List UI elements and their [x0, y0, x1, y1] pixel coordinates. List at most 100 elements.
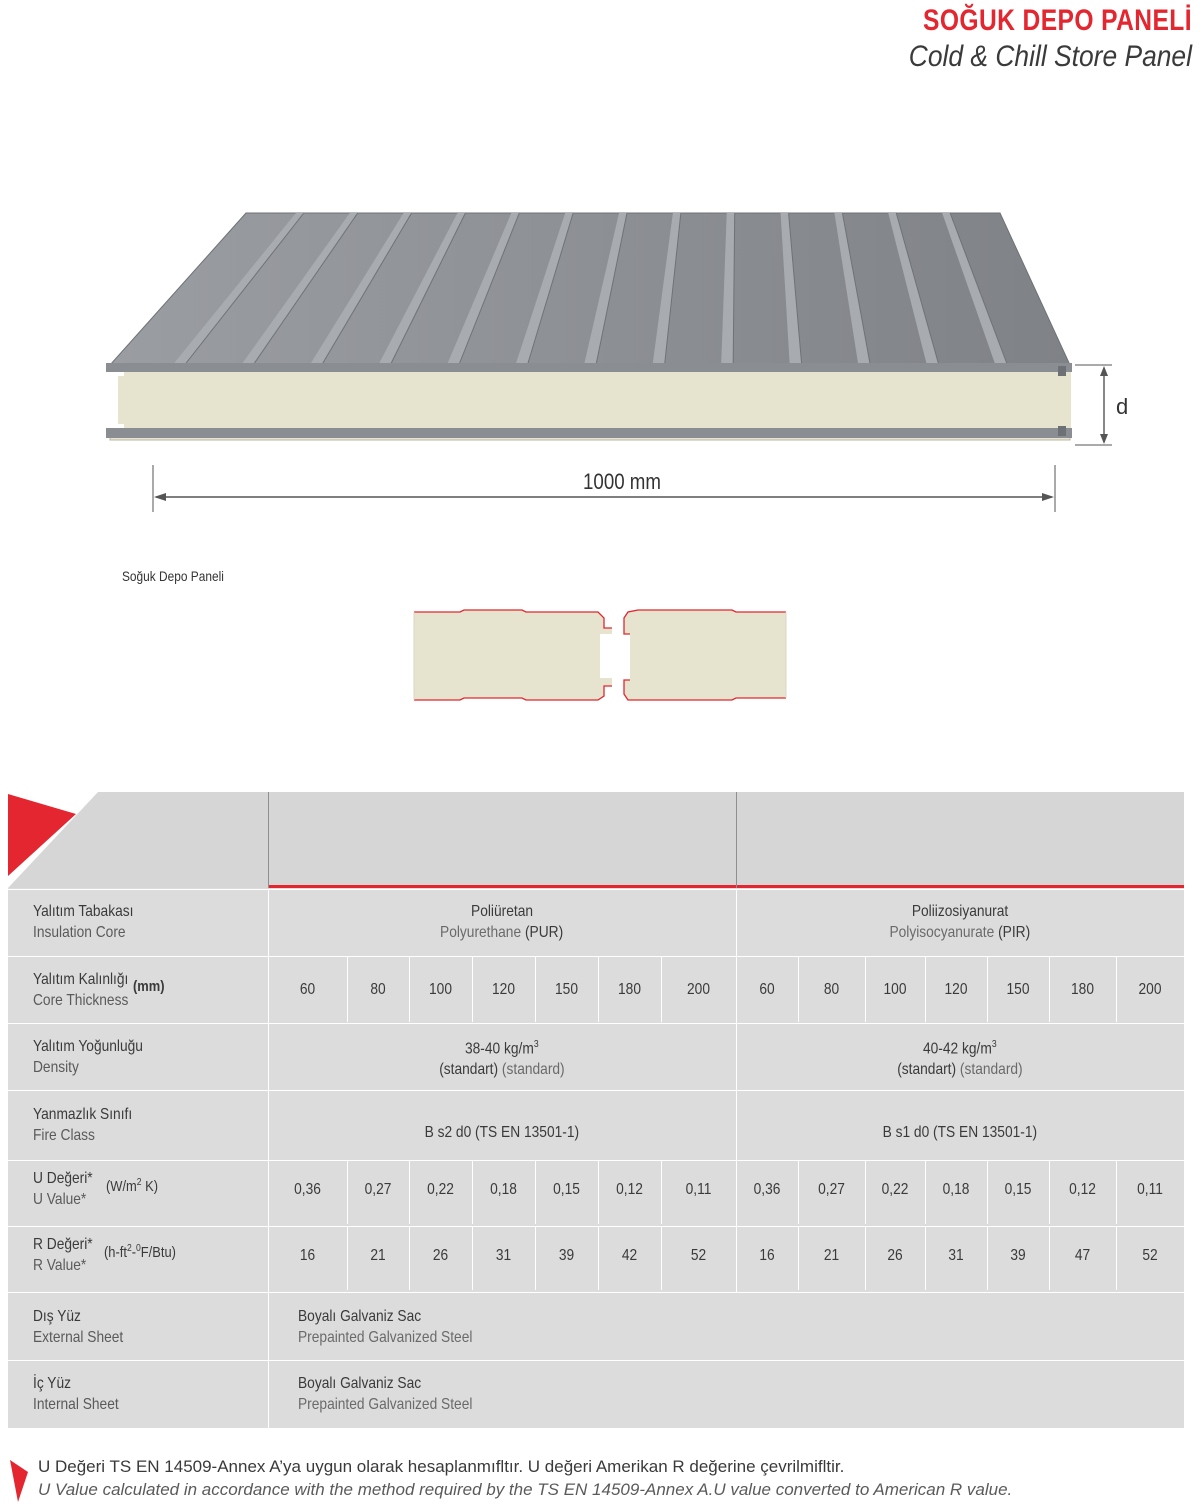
joint-right-panel [624, 610, 786, 700]
panel-rib [780, 213, 802, 365]
panel-top-skin [106, 363, 1072, 372]
u_value-pur-cell: 0,11 [685, 1181, 712, 1198]
label-internal-en: Internal Sheet [33, 1396, 119, 1413]
label-u-tr: U Değeri* [33, 1170, 93, 1187]
u_value-pir-cell: 0,18 [942, 1181, 970, 1198]
panel-rib [942, 213, 1008, 365]
label-u-en: U Value* [33, 1191, 87, 1208]
u_value-pir-cell: 0,27 [818, 1181, 845, 1198]
cell-separator [987, 1160, 988, 1224]
u_value-pur-cell: 0,36 [294, 1181, 321, 1198]
u-value-unit: (W/m2 K) [106, 1177, 159, 1195]
r_value-pir-cell: 52 [1142, 1247, 1158, 1264]
joint-caption: Soğuk Depo Paneli [122, 568, 224, 584]
cell-separator [798, 956, 799, 1022]
pir-density: 40-42 kg/m3 (standart) (standard) [897, 1039, 1023, 1079]
u_value-pir-cell: 0,12 [1069, 1181, 1096, 1198]
pir-fire-class: B s1 d0 (TS EN 13501-1) [882, 1124, 1038, 1141]
cell-separator [598, 1226, 599, 1290]
panel-rib-edge [664, 212, 682, 366]
panel-rib-edge [252, 212, 359, 366]
panel-rib-edge [841, 212, 871, 366]
row-core-thickness: Yalıtım Kalınlığı Core Thickness (mm) 60… [8, 956, 1184, 1023]
cell-separator [798, 1226, 799, 1290]
thickness-pir-cell: 150 [1006, 981, 1030, 998]
panel-rib-edge [595, 212, 628, 366]
panel-rib-edge [732, 212, 736, 366]
label-internal-tr: İç Yüz [33, 1375, 71, 1392]
thickness-pir-cell: 100 [883, 981, 907, 998]
pir-insulation: Poliizosiyanurat Polyisocyanurate (PIR) [889, 903, 1031, 941]
r_value-pir-cell: 31 [948, 1247, 964, 1264]
label-density-en: Density [33, 1059, 79, 1076]
cell-separator [798, 1160, 799, 1224]
cell-separator [925, 1226, 926, 1290]
u_value-pur-cell: 0,12 [616, 1181, 643, 1198]
thickness-unit: (mm) [133, 978, 165, 995]
label-insulation-en: Insulation Core [33, 924, 126, 941]
r_value-pur-cell: 39 [558, 1247, 575, 1264]
panel-rib [172, 213, 304, 365]
u_value-pir-cell: 0,22 [881, 1181, 909, 1198]
u_value-pir-cell: 0,11 [1137, 1181, 1163, 1198]
cell-separator [865, 1226, 866, 1290]
cell-separator [1049, 1226, 1050, 1290]
panel-rib-edge [389, 212, 466, 366]
panel-rib [241, 213, 358, 365]
panel-rib-edge [184, 212, 305, 366]
internal-sheet-value: Boyalı Galvaniz Sac Prepainted Galvanize… [298, 1375, 473, 1413]
panel-rib [584, 213, 627, 365]
panel-bottom-skin [106, 428, 1072, 438]
footnote-mark-icon [10, 1460, 28, 1502]
panel-rib [652, 213, 681, 365]
panel-drawing: d 1000 mm [104, 212, 1128, 512]
cell-separator [661, 1226, 662, 1290]
cell-separator [1049, 956, 1050, 1022]
panel-rib-edge [895, 212, 940, 366]
r_value-pur-cell: 16 [299, 1247, 316, 1264]
label-fire-tr: Yanmazlık Sınıfı [33, 1106, 133, 1123]
cell-separator [347, 956, 348, 1022]
thickness-pur-cell: 100 [429, 981, 452, 998]
r_value-pir-cell: 26 [887, 1247, 903, 1264]
u_value-pur-cell: 0,15 [553, 1181, 580, 1198]
panel-rib-edge [949, 212, 1008, 366]
thickness-pur-cell: 180 [618, 981, 641, 998]
panel-rib [721, 213, 735, 365]
thickness-pur-cell: 120 [492, 981, 515, 998]
r_value-pur-cell: 26 [432, 1247, 449, 1264]
joint-left-panel [414, 610, 612, 700]
cell-separator [1049, 1160, 1050, 1224]
r_value-pir-cell: 47 [1074, 1247, 1091, 1264]
page-header: SOĞUK DEPO PANELİ Cold & Chill Store Pan… [864, 4, 1192, 74]
label-external-en: External Sheet [33, 1329, 124, 1346]
spec-table: Yalıtım Tabakası Insulation Core Poliüre… [8, 792, 1184, 1428]
r_value-pir-cell: 16 [759, 1247, 775, 1264]
panel-rib [309, 213, 412, 365]
cell-separator [472, 956, 473, 1022]
thickness-pir-cell: 120 [944, 981, 968, 998]
cell-separator [535, 956, 536, 1022]
panel-rib-edge [321, 212, 413, 366]
cell-separator [925, 956, 926, 1022]
panel-rib-edge [526, 212, 574, 366]
cell-separator [409, 1160, 410, 1224]
panel-rib [515, 213, 574, 365]
thickness-label: d [1116, 394, 1128, 419]
label-thickness-en: Core Thickness [33, 992, 129, 1009]
panel-rib-edge [788, 212, 803, 366]
u_value-pur-cell: 0,22 [427, 1181, 454, 1198]
pur-insulation: Poliüretan Polyurethane (PUR) [440, 903, 564, 941]
cell-separator [1116, 956, 1117, 1022]
row-insulation-core: Yalıtım Tabakası Insulation Core Poliüre… [8, 889, 1184, 956]
thickness-pir-cell: 60 [759, 981, 775, 998]
label-external-tr: Dış Yüz [33, 1308, 81, 1325]
label-fire-en: Fire Class [33, 1127, 95, 1144]
right-joint-groove [1055, 372, 1071, 428]
panel-ribs [172, 212, 1008, 366]
cell-separator [535, 1160, 536, 1224]
pur-fire-class: B s2 d0 (TS EN 13501-1) [424, 1124, 580, 1141]
cell-separator [472, 1160, 473, 1224]
thickness-pur-cell: 60 [299, 981, 316, 998]
